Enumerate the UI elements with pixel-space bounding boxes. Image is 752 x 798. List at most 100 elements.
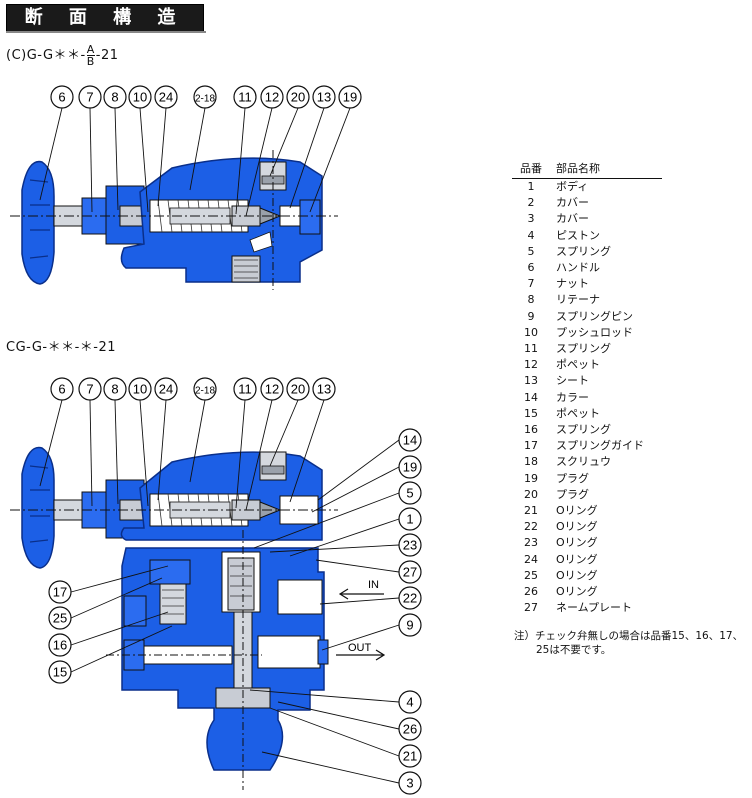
part-name: スプリングピン <box>556 309 633 323</box>
part-number: 16 <box>524 423 538 437</box>
callout-circle <box>48 660 72 684</box>
callout-circle <box>233 85 257 109</box>
in-arrow <box>338 588 384 600</box>
callout-circle <box>193 377 217 401</box>
callout-circle <box>286 85 310 109</box>
callout-label: 9 <box>406 618 413 633</box>
part-name: シート <box>556 374 589 388</box>
callout: 19 <box>338 85 362 109</box>
callout: 14 <box>398 428 422 452</box>
callout: 26 <box>398 717 422 741</box>
top-valve <box>10 150 338 290</box>
part-number: 3 <box>527 212 535 226</box>
callout-label: 6 <box>58 90 65 105</box>
parts-table-row: 11 スプリング <box>512 341 662 357</box>
callout-circle <box>398 771 422 795</box>
part-number: 5 <box>527 244 535 258</box>
callout-label: 13 <box>317 90 331 105</box>
callout-label: 14 <box>403 433 417 448</box>
callout: 21 <box>398 744 422 768</box>
callout-leader <box>114 107 119 211</box>
part-number: 18 <box>524 455 538 469</box>
part-number: 2 <box>527 196 535 210</box>
part-number: 8 <box>527 293 535 307</box>
callout-circle <box>154 85 178 109</box>
part-name: Oリング <box>556 568 598 582</box>
callout-label: 20 <box>291 90 305 105</box>
out-label: OUT <box>348 642 372 654</box>
callout: 7 <box>78 377 102 401</box>
callout-label: 24 <box>159 382 173 397</box>
part-name: プラグ <box>556 471 589 485</box>
callout-leader <box>157 399 167 501</box>
callout-circle <box>233 377 257 401</box>
part-name: Oリング <box>556 585 598 599</box>
note-line-1: 注）チェック弁無しの場合は品番15、16、17、 <box>514 630 744 642</box>
callout-leader <box>70 565 169 593</box>
callout: 7 <box>78 85 102 109</box>
callout-label: 8 <box>111 90 118 105</box>
callout-leader <box>189 107 206 191</box>
part-number: 9 <box>527 309 535 323</box>
bottom-valve <box>10 446 338 790</box>
callout: 19 <box>398 455 422 479</box>
callout-leader <box>269 707 400 757</box>
callout-leader <box>70 611 169 646</box>
callout-label: 19 <box>403 460 417 475</box>
callout-label: 5 <box>406 486 413 501</box>
callout-leader <box>114 399 119 505</box>
callout-label: 22 <box>403 591 417 606</box>
callout-leader <box>311 466 400 513</box>
callout-circle <box>398 744 422 768</box>
note-line-2: 25は不要です。 <box>536 644 612 656</box>
callout: 8 <box>103 85 127 109</box>
callout-label: 10 <box>133 90 147 105</box>
callout-circle <box>78 377 102 401</box>
callout-leader <box>289 107 325 209</box>
callout-leader <box>235 107 246 215</box>
callout-circle <box>398 560 422 584</box>
callout: 12 <box>260 85 284 109</box>
callout-leader <box>70 577 163 619</box>
callout-circle <box>103 377 127 401</box>
callout-label: 12 <box>265 382 279 397</box>
callout-leader <box>319 597 400 605</box>
part-name: プラグ <box>556 487 589 501</box>
part-name: スプリングガイド <box>556 439 644 453</box>
callout-leader <box>277 701 400 730</box>
callout-leader <box>139 399 149 507</box>
part-number: 6 <box>527 261 535 275</box>
callout-leaders <box>39 107 400 784</box>
title-underline <box>6 31 206 33</box>
callout-circle <box>398 428 422 452</box>
callout: 20 <box>286 377 310 401</box>
part-number: 23 <box>524 536 538 550</box>
part-name: Oリング <box>556 536 598 550</box>
callout-label: 3 <box>406 776 413 791</box>
callout-leader <box>89 399 93 507</box>
parts-table-header: 品番 部品名称 <box>512 160 662 179</box>
callout-label: 7 <box>86 90 93 105</box>
part-name: スプリング <box>556 244 611 258</box>
part-name: スプリング <box>556 342 611 356</box>
callout-leader <box>39 399 63 487</box>
part-number: 11 <box>524 342 538 356</box>
callout-circle <box>398 481 422 505</box>
callout-circle <box>398 717 422 741</box>
callout-leader <box>317 439 400 501</box>
part-number: 14 <box>524 390 538 404</box>
callout: 27 <box>398 560 422 584</box>
callout-leader <box>89 107 93 213</box>
callout-leader <box>245 107 273 217</box>
callout-circle <box>286 377 310 401</box>
